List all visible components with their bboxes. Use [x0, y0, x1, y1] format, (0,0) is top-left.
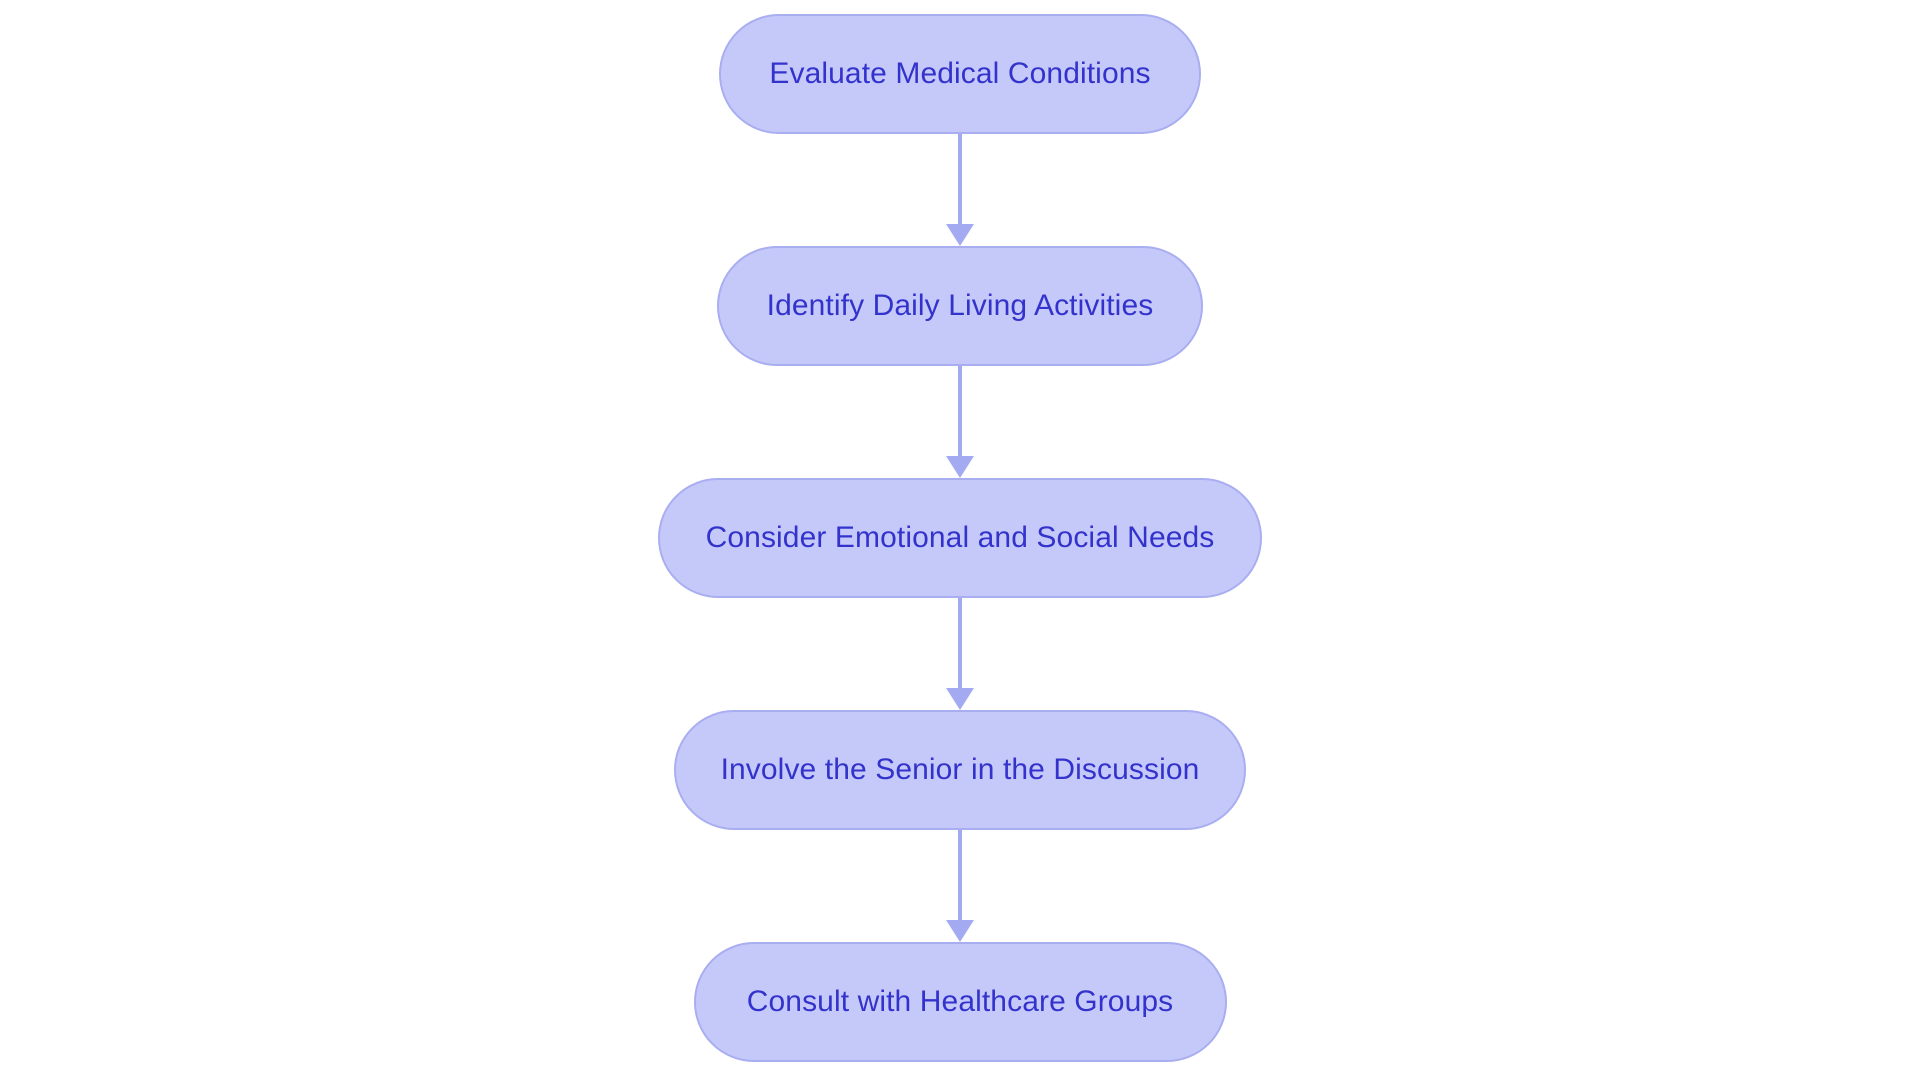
edge-line — [958, 134, 962, 226]
flow-node-label: Consider Emotional and Social Needs — [705, 521, 1215, 554]
flow-edge-n1-to-n2 — [945, 134, 975, 246]
flow-node-label: Involve the Senior in the Discussion — [720, 753, 1200, 786]
edge-line — [958, 366, 962, 458]
arrow-down-icon — [946, 920, 974, 942]
flow-node-evaluate-medical-conditions[interactable]: Evaluate Medical Conditions — [719, 14, 1201, 134]
flow-edge-n2-to-n3 — [945, 366, 975, 478]
flow-node-consider-emotional-and-social-needs[interactable]: Consider Emotional and Social Needs — [658, 478, 1262, 598]
flow-node-label: Evaluate Medical Conditions — [769, 57, 1151, 90]
flow-node-involve-the-senior-in-the-discussion[interactable]: Involve the Senior in the Discussion — [674, 710, 1246, 830]
arrow-down-icon — [946, 456, 974, 478]
edge-line — [958, 598, 962, 690]
flow-node-identify-daily-living-activities[interactable]: Identify Daily Living Activities — [717, 246, 1203, 366]
arrow-down-icon — [946, 688, 974, 710]
flow-node-label: Consult with Healthcare Groups — [746, 985, 1174, 1018]
flow-edge-n4-to-n5 — [945, 830, 975, 942]
arrow-down-icon — [946, 224, 974, 246]
flow-node-label: Identify Daily Living Activities — [766, 289, 1154, 322]
flow-node-consult-with-healthcare-groups[interactable]: Consult with Healthcare Groups — [693, 942, 1227, 1062]
flow-edge-n3-to-n4 — [945, 598, 975, 710]
edge-line — [958, 830, 962, 922]
